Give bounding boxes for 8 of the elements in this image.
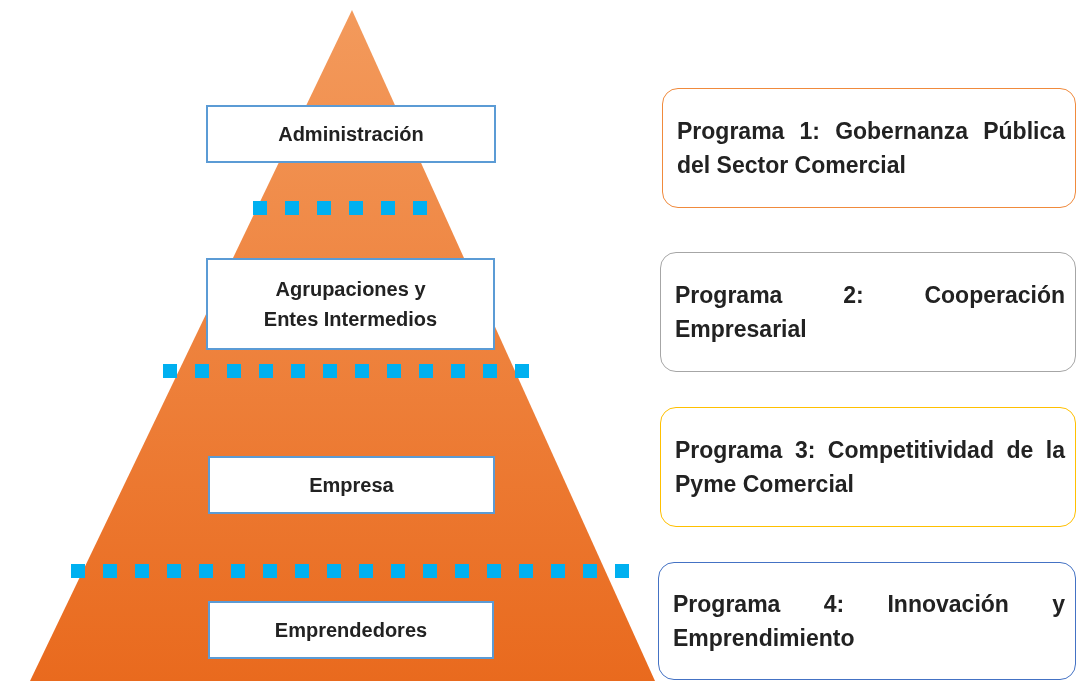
program-box: Programa 1: Gobernanza Pública del Sector Comercial [662,88,1076,208]
level-label: Agrupaciones y Entes Intermedios [206,258,495,350]
level-label: Administración [206,105,496,163]
program-box: Programa 4: Innovación y Emprendimiento [658,562,1076,680]
level-label: Empresa [208,456,495,514]
program-box: Programa 3: Competitividad de la Pyme Comercial [660,407,1076,527]
level-label: Emprendedores [208,601,494,659]
program-box: Programa 2: Cooperación Empresarial [660,252,1076,372]
